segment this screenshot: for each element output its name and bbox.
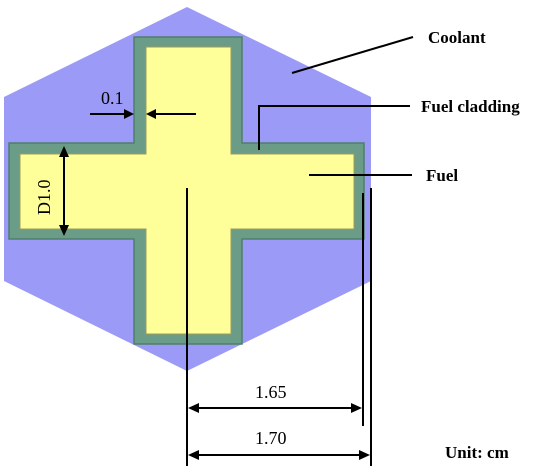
coolant-label: Coolant (428, 28, 486, 47)
thickness-label: 0.1 (101, 88, 124, 108)
inner-span-arrowhead-left (188, 403, 199, 413)
thickness-arrowhead-right (146, 109, 156, 119)
outer-span-arrowhead-left (188, 450, 199, 460)
fuel-label: Fuel (426, 166, 458, 185)
fuel-cladding-label: Fuel cladding (421, 97, 520, 116)
thickness-arrowhead-left (124, 109, 134, 119)
arm-width-arrowhead-bottom (59, 225, 69, 236)
arm-width-label: D1.0 (34, 180, 54, 216)
inner-span-label: 1.65 (255, 382, 287, 402)
coolant-leader-line (291, 36, 414, 74)
fuel-cladding-leader-line (258, 105, 410, 150)
arm-width-arrowhead-top (59, 146, 69, 157)
inner-span-arrowhead-right (351, 403, 362, 413)
outer-span-arrowhead-right (359, 450, 370, 460)
outer-span-label: 1.70 (255, 428, 287, 448)
unit-label: Unit: cm (445, 443, 509, 462)
